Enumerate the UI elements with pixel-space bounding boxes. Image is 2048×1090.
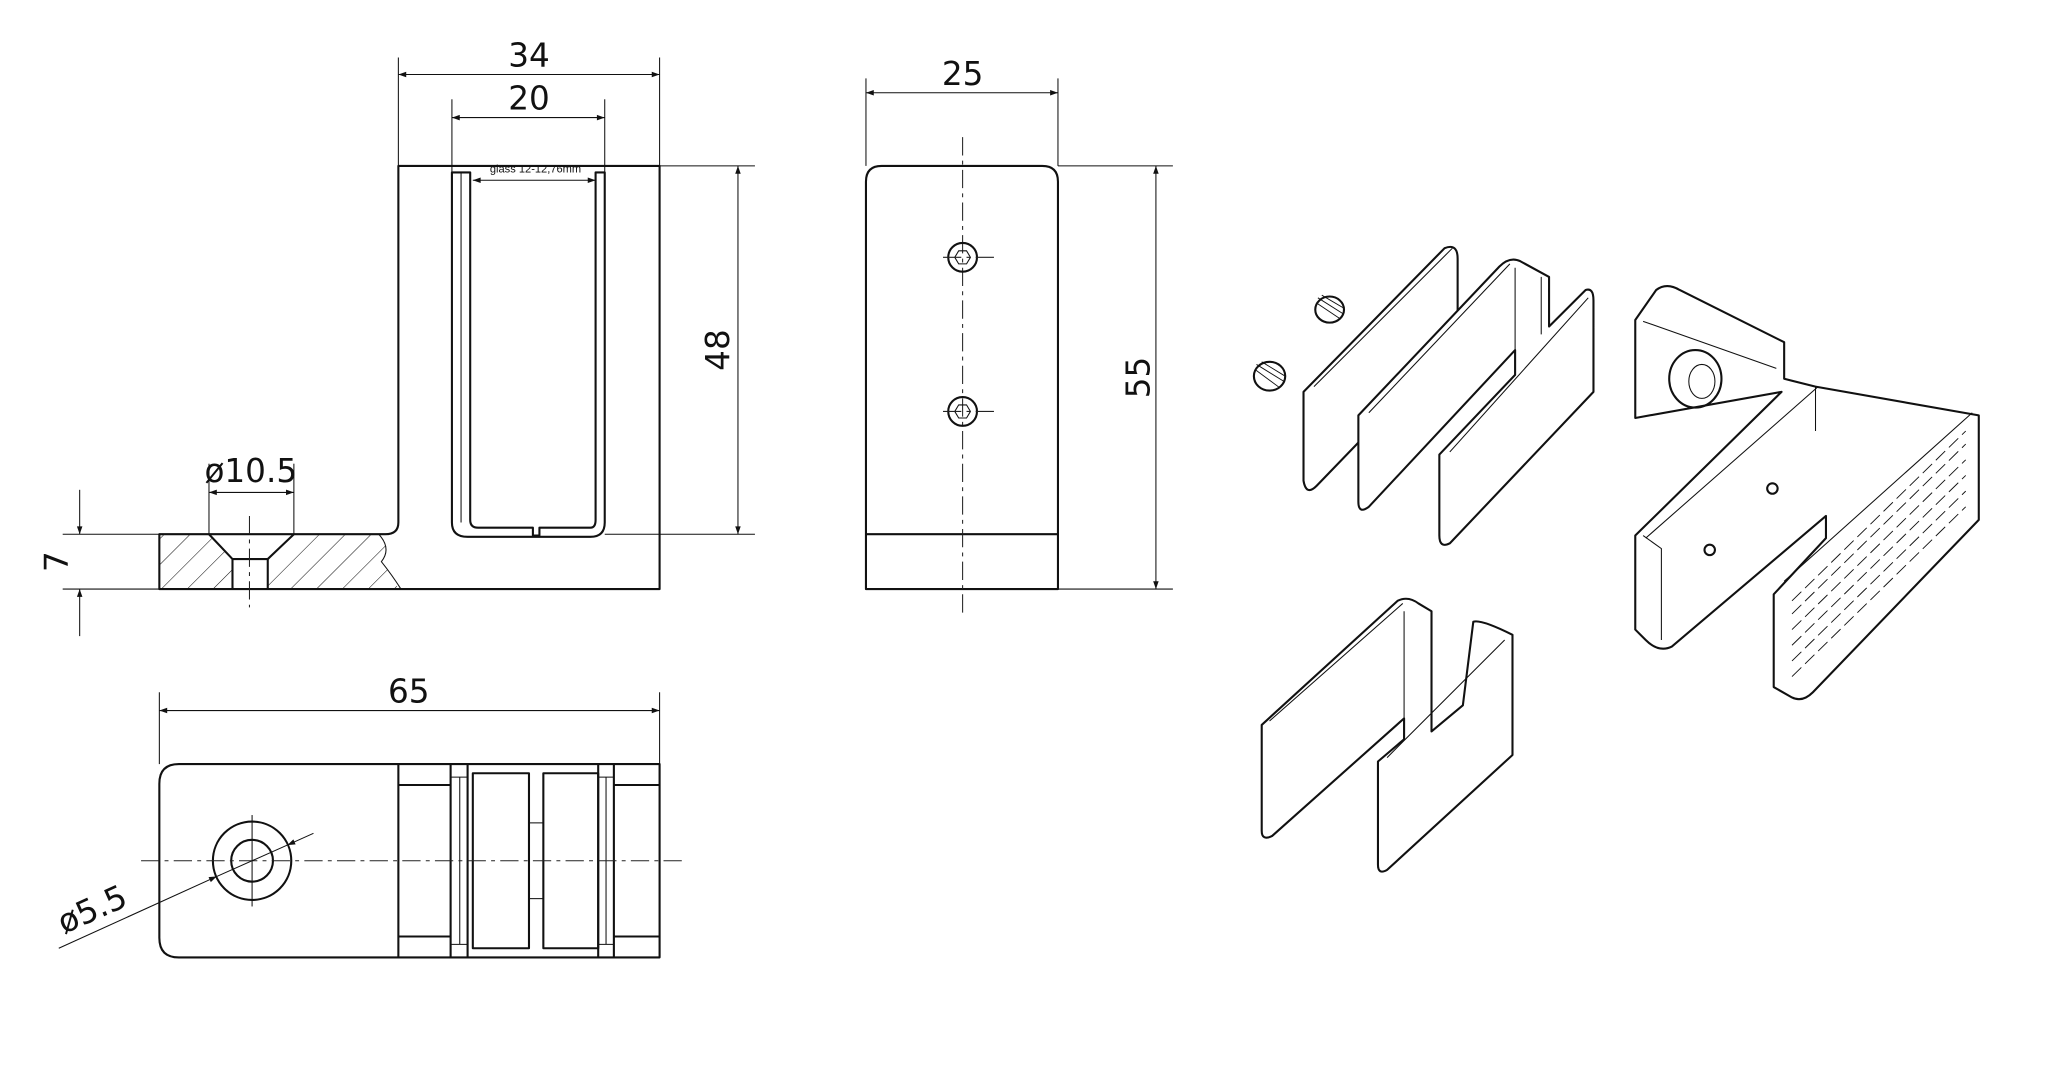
dim-side-width: 25: [942, 55, 984, 93]
u-clip: [1260, 597, 1514, 873]
bottom-view: ø5.5 65: [52, 673, 686, 959]
dim-countersink: ø10.5: [204, 452, 297, 490]
front-outline: [158, 164, 661, 591]
front-view: 34 20 glass 12-12,76mm 48 7 ø10.5: [38, 37, 755, 637]
dim-channel-width: 20: [508, 80, 550, 118]
glass-note: glass 12-12,76mm: [490, 163, 581, 175]
dim-width-total: 34: [508, 37, 550, 75]
mounting-hole: [1668, 349, 1723, 409]
grub-screw-1: [1314, 294, 1346, 324]
isometric-exploded-view: [1252, 245, 1980, 873]
glass-channel: [450, 171, 606, 538]
side-view: 25 55: [864, 55, 1173, 617]
dim-base-thickness: 7: [38, 551, 76, 572]
grub-screw-2: [1252, 360, 1287, 392]
base-section-hatch: [159, 534, 399, 590]
dim-length: 65: [388, 673, 430, 711]
dim-side-height: 55: [1119, 357, 1157, 399]
set-screw-bottom: [943, 396, 998, 427]
dim-channel-height: 48: [699, 329, 737, 371]
dim-hole-diameter: ø5.5: [52, 878, 133, 942]
set-screw-top: [943, 241, 998, 273]
glass-channel-insert: [1357, 258, 1595, 546]
base-bracket: [1634, 285, 1980, 701]
